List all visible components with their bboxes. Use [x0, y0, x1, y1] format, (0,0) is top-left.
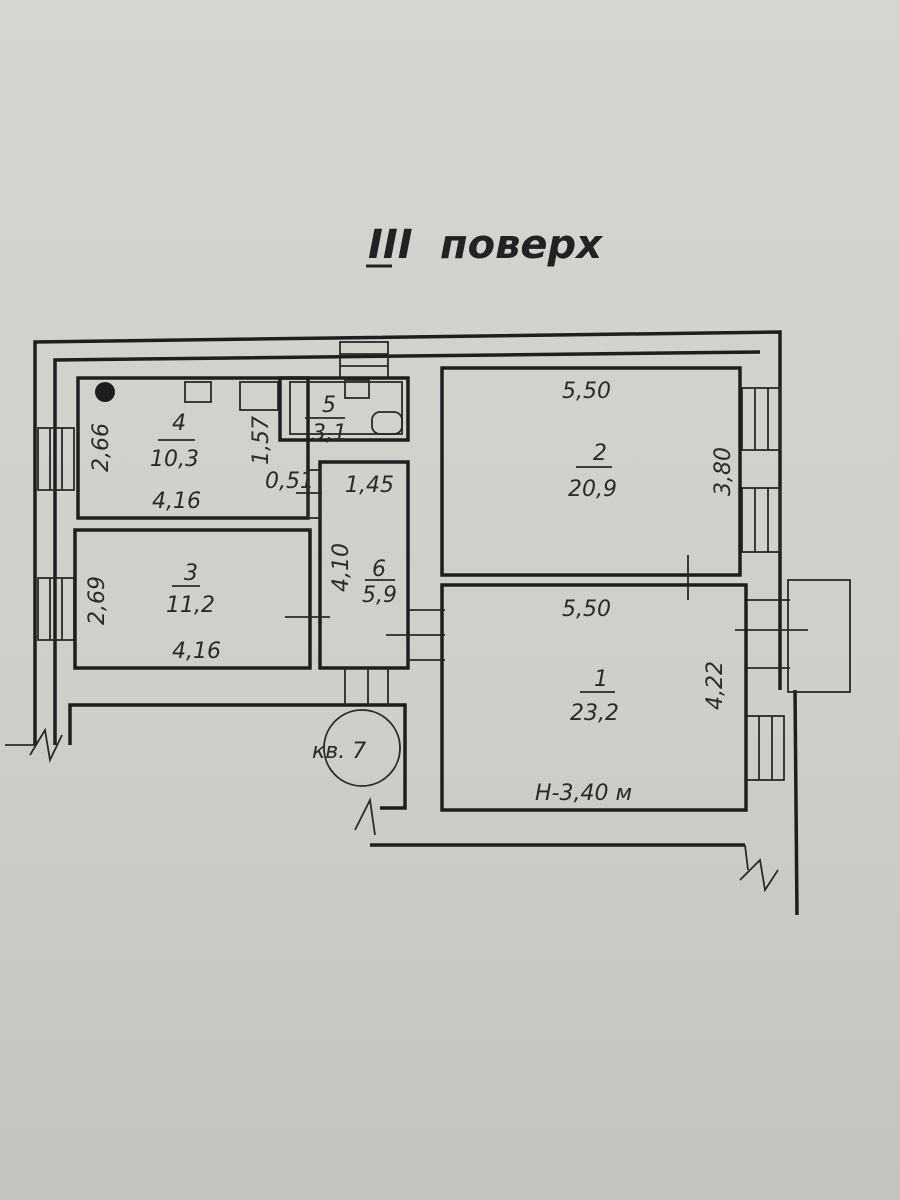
ceiling-height-note: H-3,40 м — [535, 781, 632, 806]
room-3-depth: 2,69 — [85, 576, 110, 625]
windows — [37, 341, 851, 781]
outer-walls — [5, 330, 799, 916]
window-right-2 — [741, 487, 781, 553]
room-5-depth: 1,57 — [249, 416, 274, 465]
room-4-width: 4,16 — [152, 489, 201, 514]
room-2-number: 2 — [593, 441, 607, 466]
window-right-1 — [741, 387, 781, 451]
floor-word: поверх — [440, 222, 603, 268]
room-2-width: 5,50 — [562, 379, 611, 404]
room-1-depth: 4,22 — [703, 661, 728, 710]
room-2 — [440, 366, 742, 600]
apartment-marker: кв. 7 — [312, 709, 401, 787]
room-6-area: 5,9 — [362, 583, 397, 608]
room-1-area: 23,2 — [570, 701, 619, 726]
room-6 — [296, 460, 445, 705]
room-3-area: 11,2 — [166, 593, 215, 618]
room-5-area: 3,1 — [312, 421, 347, 446]
room-5-number: 5 — [322, 393, 336, 418]
room-2-area: 20,9 — [568, 477, 617, 502]
room-4 — [76, 376, 310, 520]
room-6-depth: 4,10 — [329, 543, 354, 592]
room-4-area: 10,3 — [150, 447, 199, 472]
window-top — [339, 341, 389, 379]
floor-title: III поверх — [366, 222, 603, 268]
room-1 — [440, 583, 748, 812]
room-1-number: 1 — [594, 667, 608, 692]
room-labels: 4 10,3 4,16 2,66 1,57 5 3,1 0,51 1,45 6 … — [85, 379, 736, 806]
room-4-depth: 2,66 — [89, 423, 114, 472]
room-4-number: 4 — [172, 411, 186, 436]
room-6-number: 6 — [372, 557, 386, 582]
room-1-width: 5,50 — [562, 597, 611, 622]
balcony — [735, 579, 851, 693]
apartment-label: кв. 7 — [312, 739, 366, 764]
room-6-width: 1,45 — [345, 473, 394, 498]
window-right-3 — [745, 715, 785, 781]
window-left-1 — [37, 427, 75, 491]
floor-numeral: III — [368, 222, 413, 268]
room-3-width: 4,16 — [172, 639, 221, 664]
room-3 — [73, 528, 330, 670]
room-2-depth: 3,80 — [711, 447, 736, 496]
room-6-offset: 0,51 — [265, 469, 314, 494]
room-5 — [278, 376, 410, 442]
room-3-number: 3 — [184, 561, 198, 586]
